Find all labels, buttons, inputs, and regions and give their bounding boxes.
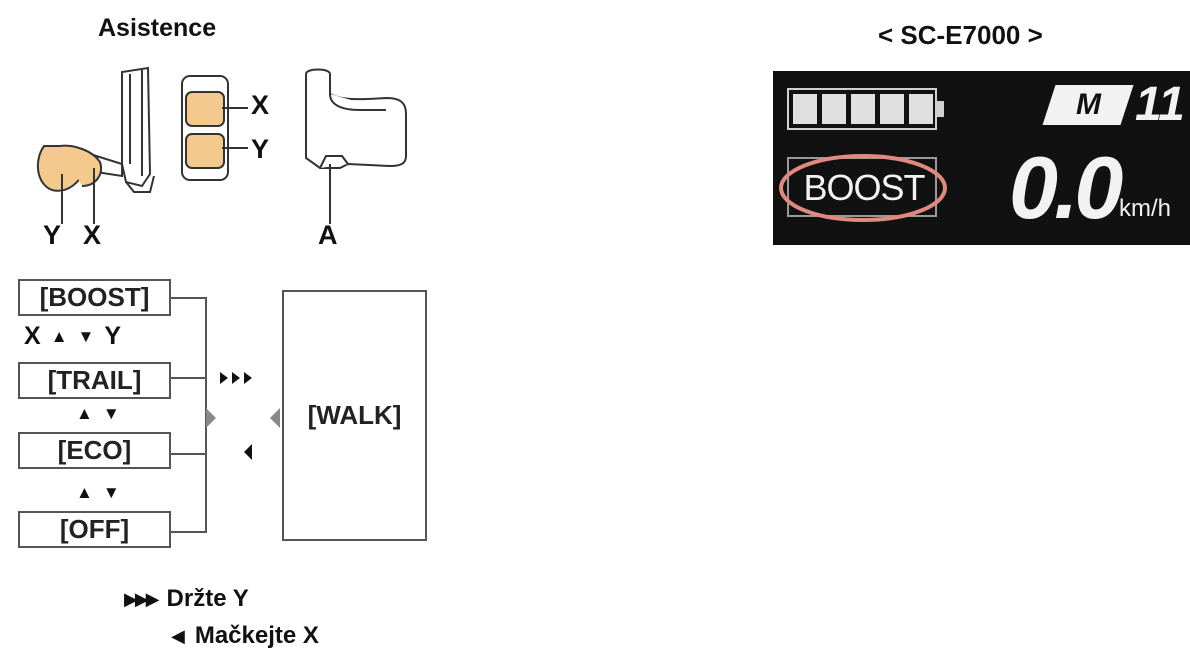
speed-unit: km/h: [1119, 195, 1172, 222]
shift-lever-side-view: [89, 66, 155, 193]
speed-value: 0.0: [1009, 138, 1123, 237]
step-label-y: Y: [104, 322, 122, 350]
down-arrow-icon: ▼: [77, 326, 95, 346]
display-title: < SC-E7000 >: [878, 20, 1043, 50]
lcd-display: M 11 BOOST 0.0 km/h: [773, 71, 1190, 245]
single-arrow-icon: ◀: [171, 625, 185, 646]
button-label-y: Y: [251, 134, 270, 164]
step-label-x: X: [24, 322, 41, 350]
mode-trail: [TRAIL]: [18, 362, 171, 399]
gear-number: 11: [1135, 78, 1185, 131]
up-arrow-icon: ▲: [76, 483, 93, 502]
up-arrow-icon: ▲: [76, 404, 93, 423]
mode-connector-lines: [170, 297, 280, 533]
mode-eco: [ECO]: [18, 432, 171, 469]
lever-label-y: Y: [43, 220, 62, 250]
step-x-y: X ▲ ▼ Y: [24, 322, 121, 351]
triple-arrow-icon: ▶▶▶: [124, 588, 159, 609]
lcd-mode-label: BOOST: [803, 167, 925, 208]
step-arrows-3: ▲ ▼: [76, 483, 120, 503]
finger-levers: [36, 144, 102, 224]
legend-press-text: Mačkejte X: [194, 622, 319, 649]
mode-walk: [WALK]: [282, 290, 427, 541]
mode-boost: [BOOST]: [18, 279, 171, 316]
assist-title: Asistence: [98, 14, 217, 42]
lever-label-x: X: [83, 220, 102, 250]
highlight-ellipse: [779, 154, 947, 222]
button-pair-front-view: [181, 75, 248, 181]
legend-hold: ▶▶▶ Držte Y: [124, 585, 249, 613]
manual-mode-badge: M: [1042, 85, 1134, 125]
battery-icon: [787, 88, 944, 130]
legend-hold-text: Držte Y: [166, 585, 249, 612]
switch-body-side-view: [305, 68, 407, 224]
down-arrow-icon: ▼: [102, 404, 120, 423]
mode-off: [OFF]: [18, 511, 171, 548]
button-label-x: X: [251, 90, 270, 120]
badge-letter: M: [1075, 88, 1101, 121]
down-arrow-icon: ▼: [102, 483, 120, 502]
up-arrow-icon: ▲: [50, 326, 68, 346]
button-label-a: A: [318, 220, 338, 250]
step-arrows-2: ▲ ▼: [76, 404, 120, 424]
switch-illustrations: [36, 66, 407, 224]
legend-press: ◀ Mačkejte X: [171, 622, 319, 650]
